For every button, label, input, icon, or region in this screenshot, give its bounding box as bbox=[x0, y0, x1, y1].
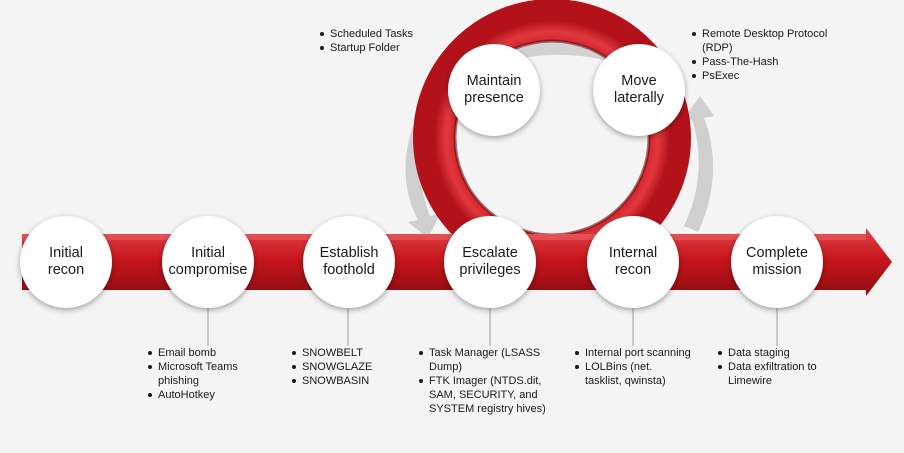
stage-label: Complete mission bbox=[745, 245, 809, 278]
list-item: Remote Desktop Protocol (RDP) bbox=[690, 27, 830, 55]
complete-mission-details: Data staging Data exfiltration to Limewi… bbox=[716, 346, 838, 388]
list-item: PsExec bbox=[690, 69, 830, 83]
list-item: Pass-The-Hash bbox=[690, 55, 830, 69]
list-item: SNOWBELT bbox=[290, 346, 400, 360]
stage-establish-foothold: Establish foothold bbox=[303, 216, 395, 308]
stage-label: Initial recon bbox=[47, 245, 85, 278]
list-item: SNOWGLAZE bbox=[290, 360, 400, 374]
stage-escalate-privileges: Escalate privileges bbox=[444, 216, 536, 308]
stage-initial-compromise: Initial compromise bbox=[162, 216, 254, 308]
list-item: Startup Folder bbox=[318, 41, 448, 55]
initial-compromise-details: Email bomb Microsoft Teams phishing Auto… bbox=[146, 346, 274, 402]
stage-complete-mission: Complete mission bbox=[731, 216, 823, 308]
list-item: Internal port scanning bbox=[573, 346, 691, 360]
list-item: FTK Imager (NTDS.dit, SAM, SECURITY, and… bbox=[417, 374, 549, 416]
stage-initial-recon: Initial recon bbox=[20, 216, 112, 308]
stage-label: Escalate privileges bbox=[459, 245, 521, 278]
cycle-arrow-right bbox=[684, 96, 714, 232]
list-item: AutoHotkey bbox=[146, 388, 274, 402]
stage-internal-recon: Internal recon bbox=[587, 216, 679, 308]
establish-foothold-details: SNOWBELT SNOWGLAZE SNOWBASIN bbox=[290, 346, 400, 388]
escalate-privileges-details: Task Manager (LSASS Dump) FTK Imager (NT… bbox=[417, 346, 549, 416]
list-item: SNOWBASIN bbox=[290, 374, 400, 388]
stage-label: Internal recon bbox=[608, 245, 658, 278]
stage-label: Maintain presence bbox=[464, 73, 524, 106]
stage-label: Initial compromise bbox=[168, 245, 248, 278]
list-item: Microsoft Teams phishing bbox=[146, 360, 274, 388]
list-item: Data exfiltration to Limewire bbox=[716, 360, 838, 388]
stage-move-laterally: Move laterally bbox=[593, 44, 685, 136]
internal-recon-details: Internal port scanning LOLBins (net. tas… bbox=[573, 346, 691, 388]
list-item: Email bomb bbox=[146, 346, 274, 360]
stage-label: Establish foothold bbox=[319, 245, 379, 278]
move-laterally-details: Remote Desktop Protocol (RDP) Pass-The-H… bbox=[690, 27, 830, 83]
stage-label: Move laterally bbox=[614, 73, 664, 106]
list-item: LOLBins (net. tasklist, qwinsta) bbox=[573, 360, 691, 388]
maintain-presence-details: Scheduled Tasks Startup Folder bbox=[318, 27, 448, 55]
list-item: Task Manager (LSASS Dump) bbox=[417, 346, 549, 374]
list-item: Data staging bbox=[716, 346, 838, 360]
stage-maintain-presence: Maintain presence bbox=[448, 44, 540, 136]
list-item: Scheduled Tasks bbox=[318, 27, 448, 41]
